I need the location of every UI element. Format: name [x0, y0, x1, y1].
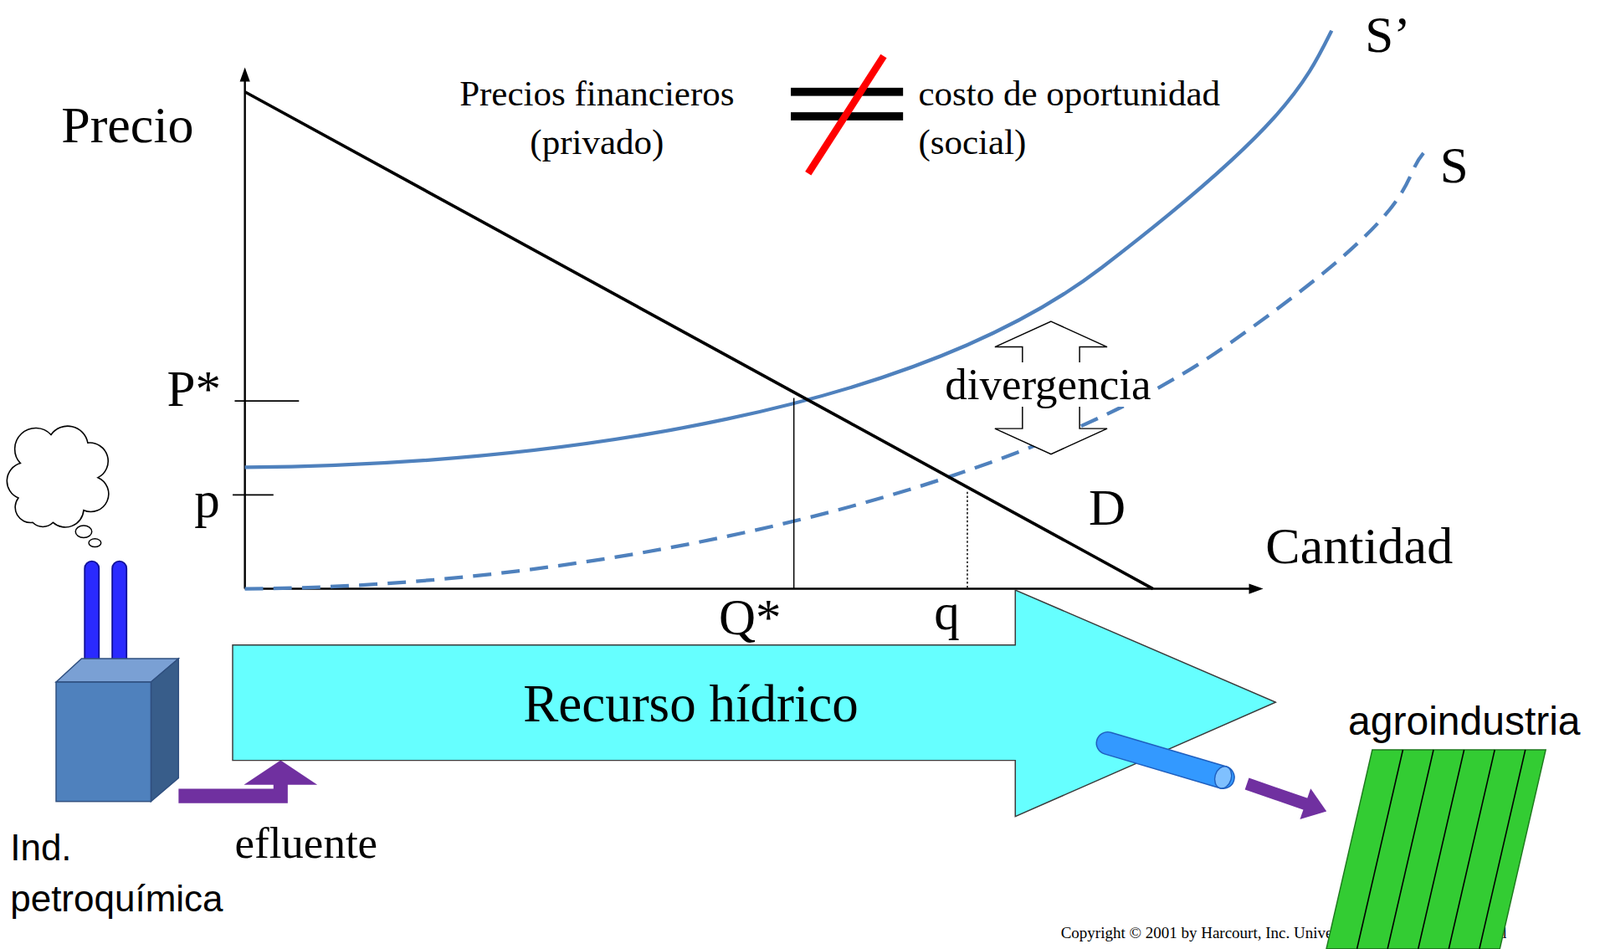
petrochemical-plant: Ind. petroquímica	[56, 658, 179, 802]
smoke-cloud	[6, 425, 108, 528]
flow-label: efluente	[234, 820, 378, 866]
note-text: Precios financieros (privado)	[446, 69, 748, 167]
not-equal-slash	[808, 56, 884, 174]
axis-title: Precio	[61, 98, 194, 151]
price-tick	[234, 400, 299, 402]
curve-label: D	[1088, 482, 1126, 534]
private-supply-curve	[245, 153, 1424, 590]
plant-label: Ind. petroquímica	[10, 821, 235, 924]
axis-title: Cantidad	[1265, 519, 1453, 572]
arrowhead	[243, 759, 318, 785]
agroindustry-field-shape	[1326, 749, 1546, 949]
price-tick	[232, 493, 274, 496]
price-label: p	[194, 474, 221, 526]
resource-label: Recurso hídrico	[523, 677, 859, 731]
arrowhead	[1299, 788, 1327, 820]
price-axis	[243, 79, 246, 589]
social-supply-curve	[245, 30, 1333, 468]
curve-label: S’	[1364, 9, 1411, 61]
divergence-label: divergencia	[942, 362, 1154, 407]
quantity-axis	[245, 587, 1252, 590]
note-text: costo de oportunidad (social)	[917, 69, 1245, 167]
equilibrium-drop-line	[793, 398, 795, 590]
field-label: agroindustria	[1348, 701, 1581, 742]
agroindustry-field: agroindustria	[1326, 749, 1546, 949]
equal-bar	[790, 87, 903, 97]
market-drop-line	[966, 492, 968, 590]
water-resource-arrow: Recurso hídrico	[232, 589, 1276, 817]
axis-arrowhead	[1249, 583, 1264, 594]
curve-label: S	[1440, 139, 1469, 191]
chimney	[84, 561, 99, 672]
smoke-bubble	[88, 538, 102, 548]
demand-line	[245, 92, 1154, 590]
smoke-bubble	[75, 525, 93, 539]
quantity-label: q	[933, 586, 960, 638]
chimney	[112, 561, 127, 672]
price-label: P*	[166, 363, 221, 415]
flow-arrow	[1246, 783, 1327, 820]
flow-line	[1246, 783, 1308, 805]
axis-arrowhead	[240, 66, 251, 82]
flow-arrow	[178, 759, 318, 796]
quantity-label: Q*	[718, 591, 782, 643]
petrochemical-plant-shape	[56, 658, 179, 802]
